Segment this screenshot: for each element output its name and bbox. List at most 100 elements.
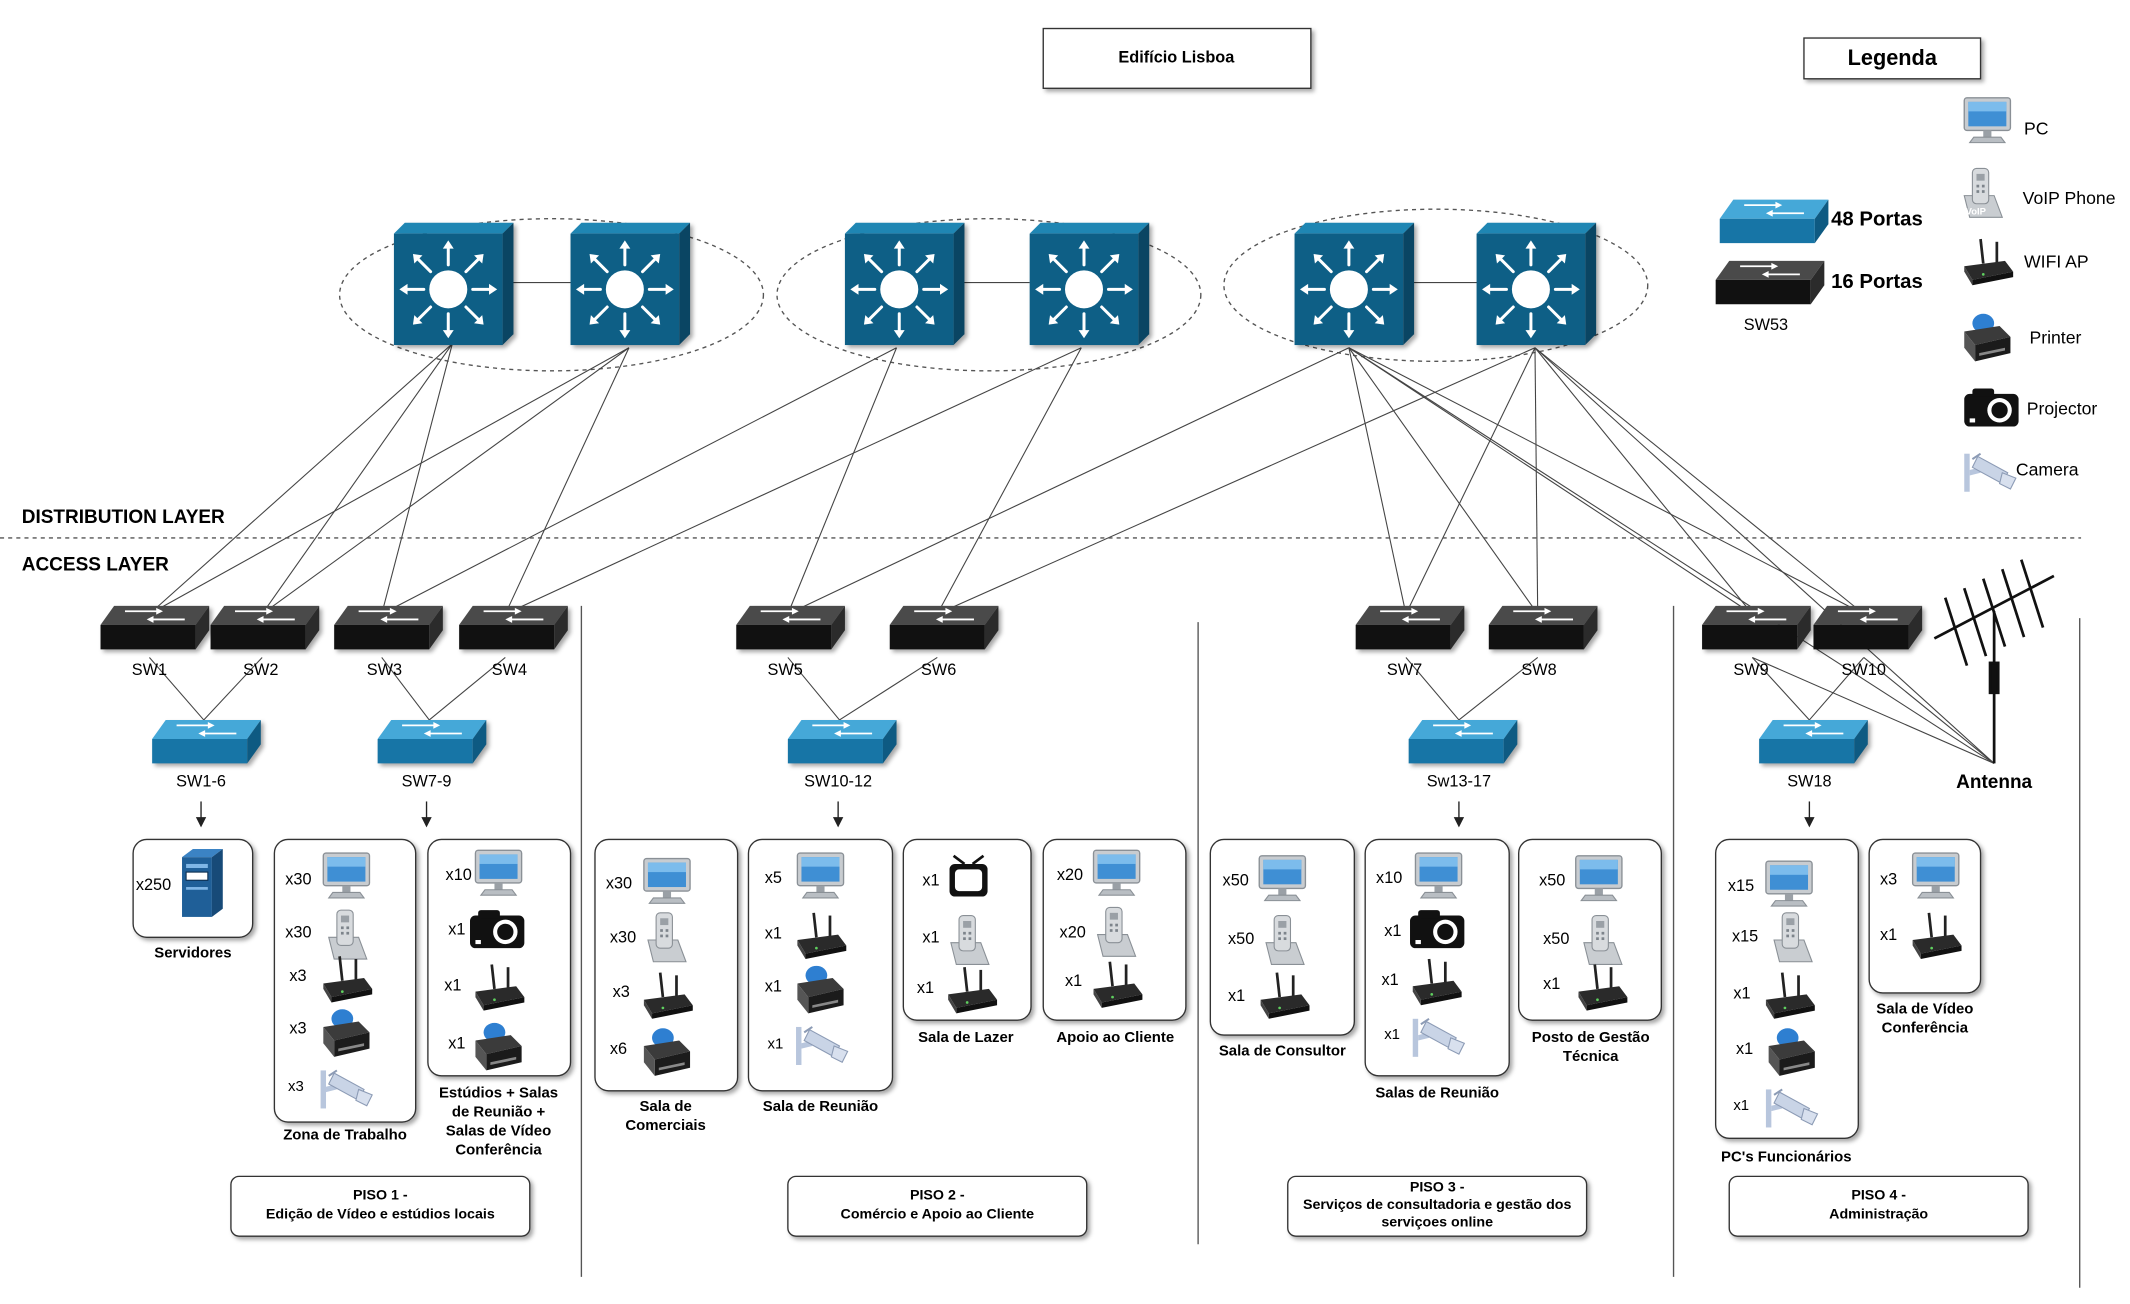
svg-text:x30: x30	[610, 929, 636, 947]
svg-text:x1: x1	[448, 921, 465, 939]
core-switch-1b	[569, 221, 692, 347]
legend-printer-label: Printer	[2029, 328, 2081, 348]
svg-text:Apoio ao Cliente: Apoio ao Cliente	[1056, 1029, 1174, 1046]
sw9-label: SW9	[1733, 661, 1768, 679]
switch-sw3	[333, 604, 444, 651]
room-sala-video: x3 x1 Sala de Vídeo Conferência	[1876, 852, 1973, 1036]
svg-text:x1: x1	[767, 1036, 783, 1053]
legend-projector-label: Projector	[2027, 398, 2098, 418]
switch-sw5	[735, 604, 846, 651]
room-estudios: x10 x1 x1 x1 Estúdios + Salas de Reunião…	[439, 849, 558, 1159]
svg-text:x1: x1	[1381, 971, 1398, 989]
sw13-17-label: Sw13-17	[1427, 773, 1491, 791]
piso2-title: PISO 2 -	[910, 1187, 965, 1203]
switch-sw1	[99, 604, 211, 651]
access-layer-label: ACCESS LAYER	[22, 555, 169, 576]
server-icon	[181, 848, 224, 918]
antenna-icon	[1933, 559, 2055, 764]
legend-16-ports-label: 16 Portas	[1831, 271, 1923, 293]
uplinks	[149, 282, 1995, 764]
sw7-9-label: SW7-9	[402, 773, 452, 791]
piso3-desc-2: serviçoes online	[1381, 1215, 1493, 1231]
core-switches	[392, 221, 1598, 347]
room-boxes	[132, 838, 1982, 1140]
sw2-label: SW2	[243, 661, 278, 679]
voip-badge: VoIP	[1966, 207, 1987, 218]
switch-sw18	[1758, 719, 1869, 765]
core-group-1	[338, 218, 765, 372]
svg-text:x30: x30	[606, 874, 632, 892]
room-sala-reuniao: x5 x1 x1 x1 Sala de Reunião	[763, 852, 878, 1115]
switch-sw4	[458, 604, 569, 651]
room-sala-consultor: x50 x50 x1 Sala de Consultor	[1219, 855, 1346, 1059]
room-servidores: x250 Servidores	[136, 848, 232, 962]
svg-text:x1: x1	[922, 929, 939, 947]
svg-text:Estúdios + Salas: Estúdios + Salas	[439, 1085, 558, 1102]
antenna-label: Antenna	[1956, 772, 2032, 793]
legend-printer-icon	[1964, 313, 2011, 362]
svg-text:x1: x1	[922, 872, 939, 890]
svg-text:x1: x1	[1880, 926, 1897, 944]
core-switch-3b	[1475, 221, 1598, 347]
svg-text:Salas de Vídeo: Salas de Vídeo	[446, 1123, 551, 1140]
switch-sw9	[1701, 604, 1812, 651]
distribution-layer-label: DISTRIBUTION LAYER	[22, 507, 225, 528]
sw5-label: SW5	[767, 661, 802, 679]
sw3-label: SW3	[367, 661, 402, 679]
room-salas-reuniao: x10 x1 x1 x1 Salas de Reunião	[1375, 852, 1499, 1102]
svg-text:x1: x1	[1733, 1097, 1749, 1114]
svg-text:x3: x3	[289, 1020, 306, 1038]
legend-48-ports-label: 48 Portas	[1831, 208, 1923, 230]
piso4-title: PISO 4 -	[1851, 1187, 1906, 1203]
svg-text:x3: x3	[1880, 870, 1897, 888]
svg-text:Sala de Vídeo: Sala de Vídeo	[1876, 1000, 1973, 1017]
legend-16-port-switch-icon	[1714, 259, 1826, 306]
svg-text:x1: x1	[1733, 984, 1750, 1002]
legend-wifi-label: WIFI AP	[2024, 252, 2089, 272]
svg-text:x1: x1	[1736, 1040, 1753, 1058]
floor-separators	[580, 605, 2081, 1288]
switch-sw10-12	[786, 719, 898, 765]
room-sala-lazer: x1 x1 x1 Sala de Lazer	[917, 854, 1014, 1046]
piso3-title: PISO 3 -	[1410, 1179, 1465, 1195]
building-title-box: Edifício Lisboa	[1042, 27, 1312, 89]
legend-pc-label: PC	[2024, 118, 2049, 138]
svg-text:x6: x6	[610, 1040, 627, 1058]
switch-sw2	[209, 604, 321, 651]
svg-text:x10: x10	[1376, 869, 1402, 887]
piso3-desc-1: Serviços de consultadoria e gestão dos	[1303, 1197, 1572, 1213]
sw6-label: SW6	[921, 661, 956, 679]
core-group-2	[776, 218, 1202, 372]
svg-text:Posto de Gestão: Posto de Gestão	[1532, 1029, 1650, 1046]
svg-text:de Reunião +: de Reunião +	[452, 1104, 546, 1121]
svg-text:x50: x50	[1228, 930, 1254, 948]
svg-text:x50: x50	[1539, 872, 1565, 890]
svg-text:x1: x1	[448, 1035, 465, 1053]
building-title: Edifício Lisboa	[1118, 48, 1235, 66]
svg-text:Sala de Consultor: Sala de Consultor	[1219, 1042, 1346, 1059]
svg-text:x1: x1	[765, 925, 782, 943]
svg-text:x1: x1	[1065, 972, 1082, 990]
svg-text:x3: x3	[613, 983, 630, 1001]
svg-text:x30: x30	[285, 923, 311, 941]
legend: Legenda PC VoIP VoIP Phone WIFI AP Print…	[1714, 37, 2116, 493]
svg-text:x1: x1	[1228, 987, 1245, 1005]
core-switch-3a	[1293, 221, 1416, 347]
svg-text:x3: x3	[288, 1078, 304, 1095]
piso2-desc: Comércio e Apoio ao Cliente	[841, 1206, 1035, 1222]
piso1-desc: Edição de Vídeo e estúdios locais	[266, 1206, 495, 1222]
legend-pc-icon	[1963, 97, 2012, 144]
svg-text:x3: x3	[289, 967, 306, 985]
svg-text:PC's Funcionários: PC's Funcionários	[1721, 1148, 1852, 1165]
svg-text:x15: x15	[1732, 927, 1758, 945]
svg-text:x1: x1	[1543, 975, 1560, 993]
down-arrows	[195, 801, 1815, 828]
svg-text:x1: x1	[765, 978, 782, 996]
core-switch-1a	[392, 221, 515, 347]
legend-voip-label: VoIP Phone	[2023, 188, 2116, 208]
sw8-label: SW8	[1521, 661, 1556, 679]
legend-48-port-switch-icon	[1718, 198, 1830, 245]
switch-sw1-6	[151, 719, 262, 765]
access-switches: SW1 SW2 SW3 SW4 SW5 SW6 SW7 SW8 SW9 SW10…	[99, 604, 1924, 791]
sw4-label: SW4	[492, 661, 527, 679]
